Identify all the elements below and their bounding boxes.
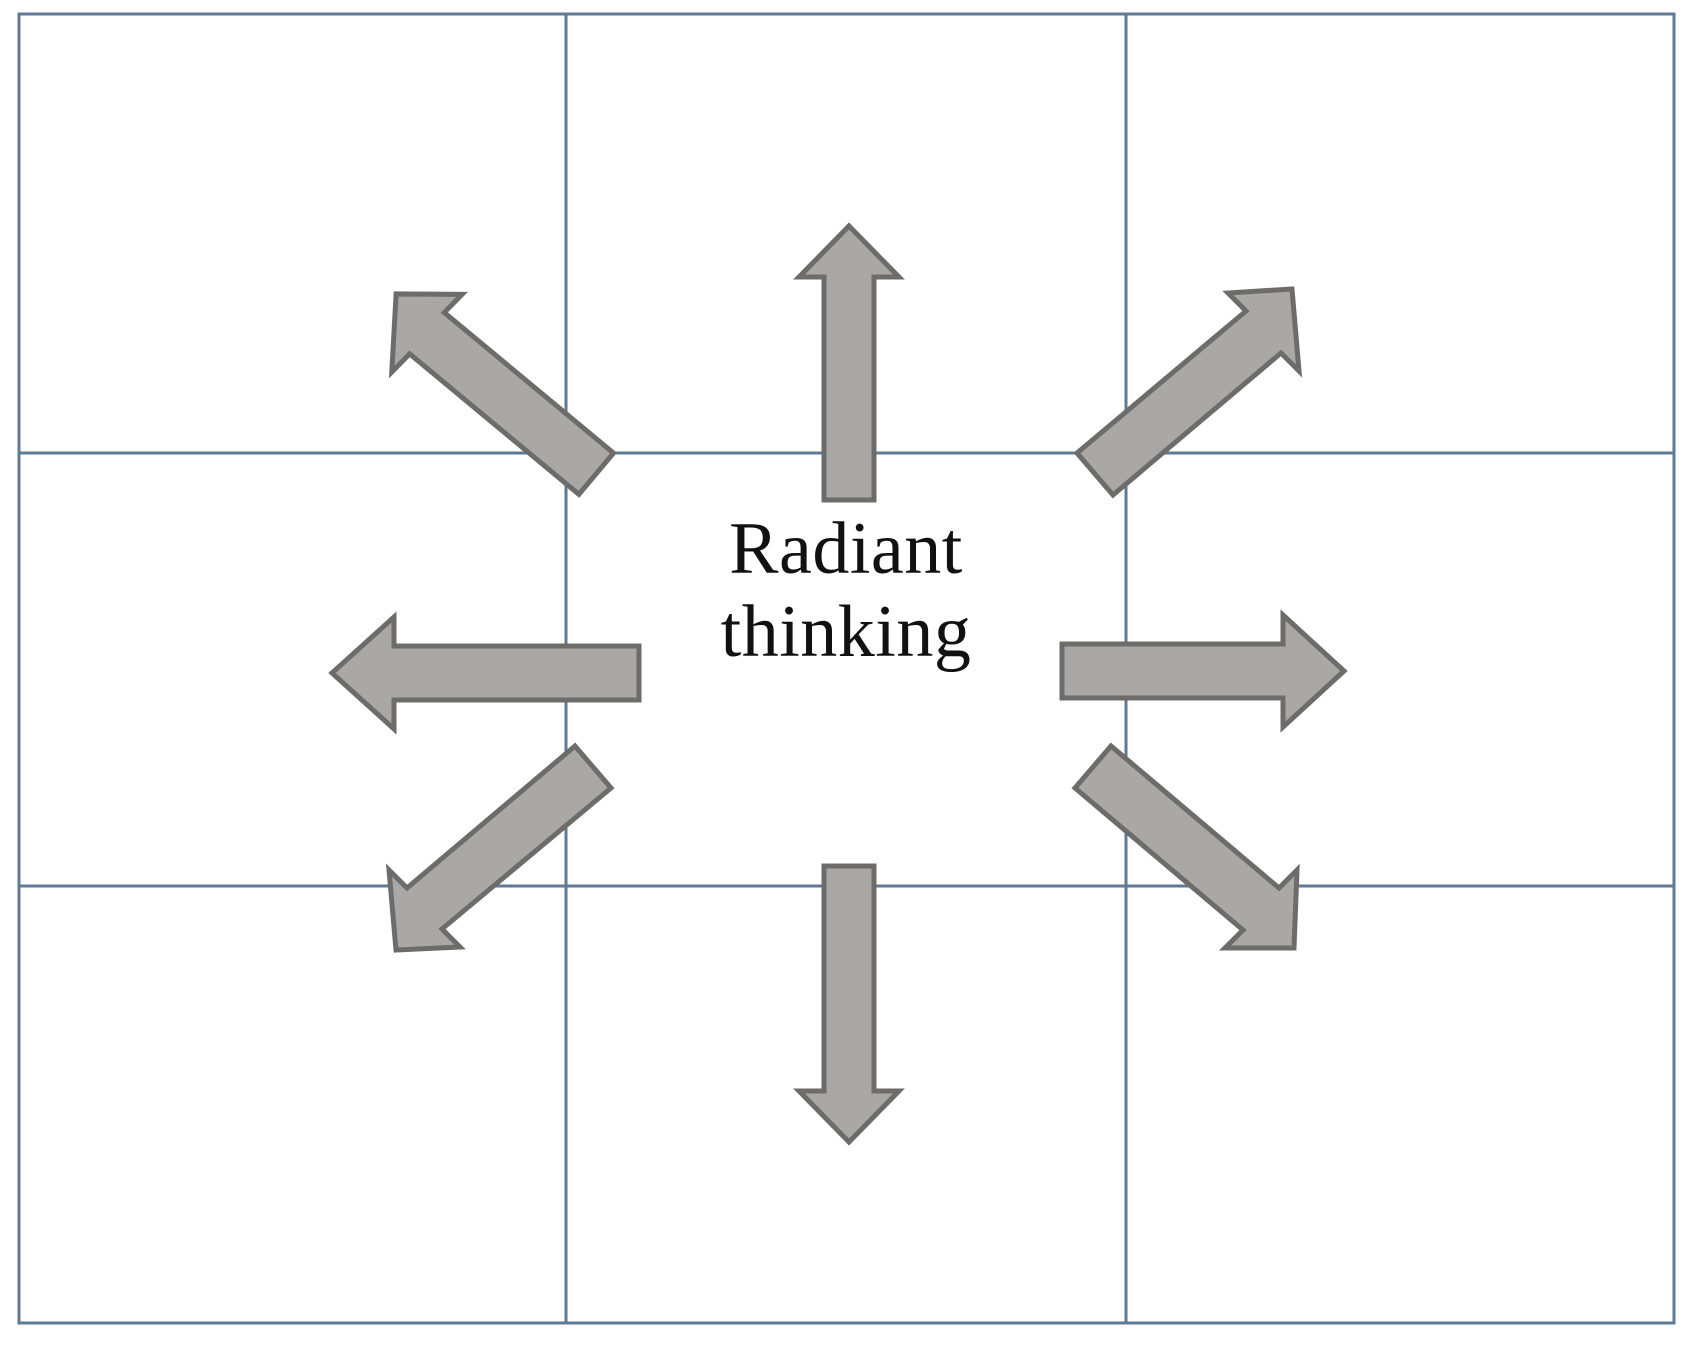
arrows-group: [328, 222, 1348, 1146]
arrow-down-right-icon: [1071, 742, 1300, 951]
arrow-down-left-icon: [385, 742, 615, 953]
arrow-up-left-icon: [388, 291, 618, 498]
arrow-up-icon: [793, 222, 905, 503]
arrow-up-right-icon: [1073, 286, 1303, 499]
arrow-left-icon: [328, 611, 642, 735]
arrow-down-icon: [793, 863, 905, 1146]
arrow-right-icon: [1059, 609, 1348, 733]
grid-outer-rectangle: [17, 12, 1676, 1325]
grid-group: [17, 12, 1676, 1325]
